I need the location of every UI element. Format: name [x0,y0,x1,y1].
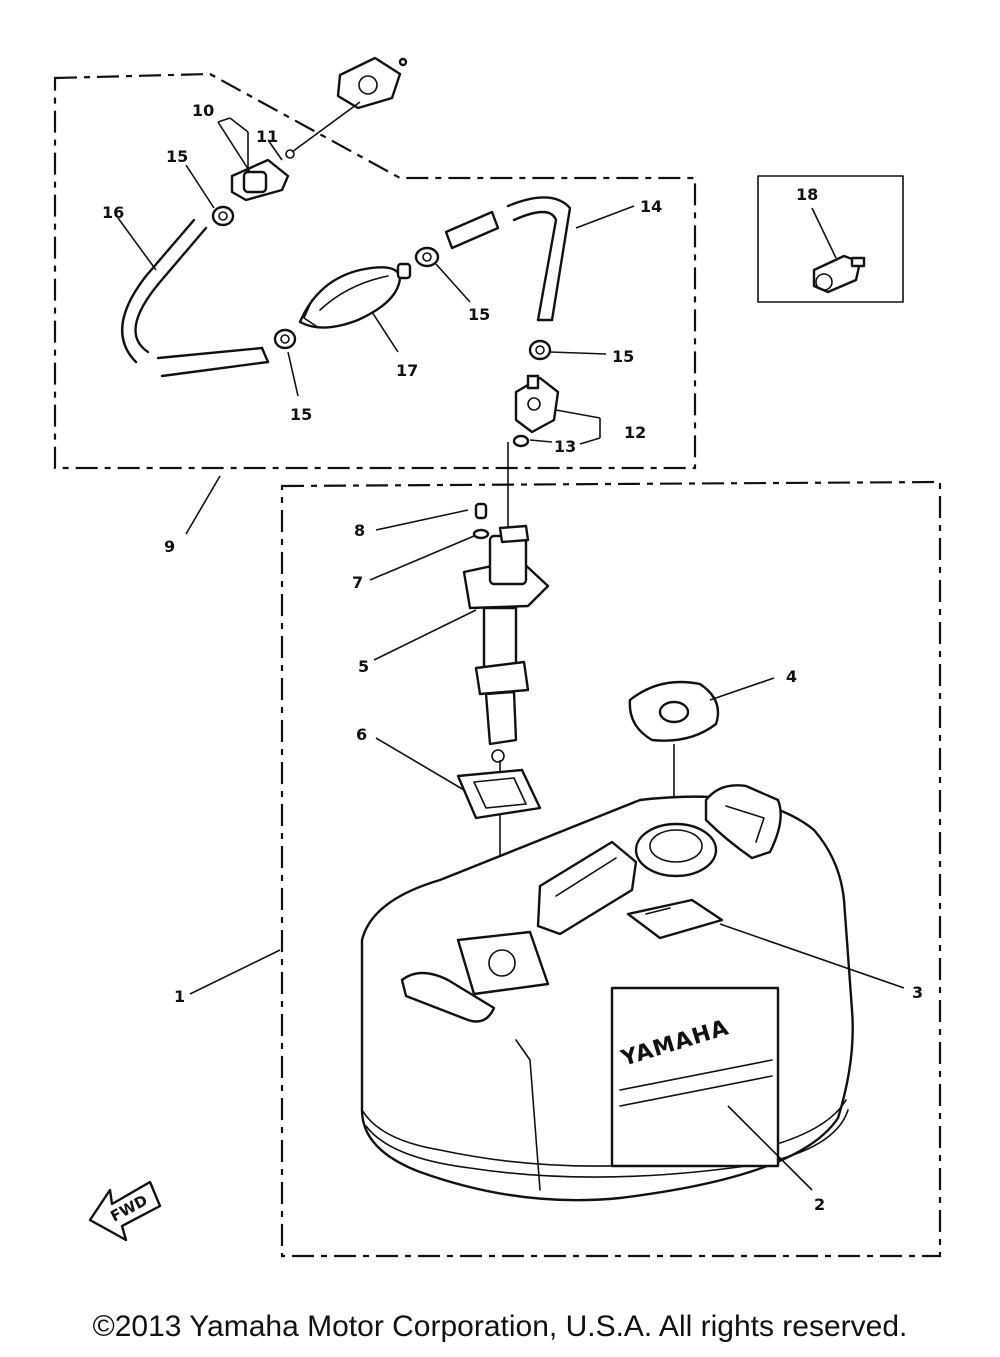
copyright-notice: ©2013 Yamaha Motor Corporation, U.S.A. A… [92,1310,908,1343]
fuel-cap-part-4 [628,680,720,832]
fuel-tank-part-1: YAMAHA [360,784,854,1202]
callout-18: 18 [796,185,818,204]
screw-part-8 [474,502,488,520]
callout-6: 6 [356,725,367,744]
hose-connector-part-10 [230,158,290,202]
hose-clamp-part-15 [211,205,552,361]
callout-10: 10 [192,101,214,120]
callout-11: 11 [256,127,278,146]
callout-2: 2 [814,1195,825,1214]
engine-side-connector [285,56,408,159]
callout-7: 7 [352,573,363,592]
callout-15a: 15 [166,147,188,166]
callout-13: 13 [554,437,576,456]
callout-8: 8 [354,521,365,540]
frame-fuel-tank-assembly [280,480,942,1258]
leader-lines [117,117,905,1191]
callout-4: 4 [786,667,797,686]
callout-16: 16 [102,203,124,222]
fuel-hose-part-14 [444,196,572,322]
callout-17: 17 [396,361,418,380]
callout-14: 14 [640,197,662,216]
callout-3: 3 [912,983,923,1002]
callout-15c: 15 [290,405,312,424]
fuel-gauge-part-5 [462,442,550,860]
forward-direction-arrow: FWD [88,1180,162,1242]
connector-part-18 [812,254,866,294]
callout-1: 1 [174,987,185,1006]
callout-9: 9 [164,537,175,556]
primer-bulb-part-17 [298,262,412,329]
callout-12: 12 [624,423,646,442]
frame-hose-assembly [53,72,697,470]
callout-5: 5 [358,657,369,676]
frame-part-18 [757,175,904,303]
callout-15d: 15 [612,347,634,366]
tank-side-connector-part-12 [512,374,560,448]
fuel-hose-part-16 [120,218,270,378]
washer-part-7 [472,528,490,540]
callout-15b: 15 [468,305,490,324]
callout-numbers: 10 11 15 16 15 17 15 14 15 12 13 9 8 7 5… [102,101,923,1214]
gasket-part-6 [456,768,542,820]
